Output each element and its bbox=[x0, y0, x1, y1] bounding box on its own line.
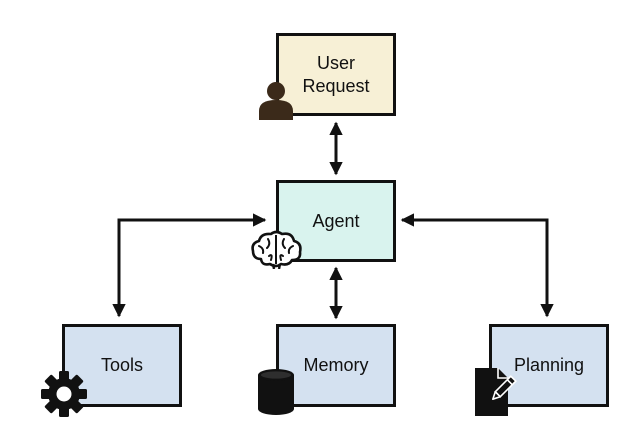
agent-label: Agent bbox=[312, 210, 360, 231]
tools-label: Tools bbox=[100, 355, 144, 376]
memory-node: Memory bbox=[276, 324, 396, 407]
arrow-agent-planning bbox=[400, 213, 554, 318]
tools-node: Tools bbox=[62, 324, 182, 407]
gear-icon bbox=[41, 371, 87, 417]
person-icon bbox=[259, 82, 293, 120]
memory-label: Memory bbox=[303, 355, 369, 376]
brain-icon bbox=[251, 230, 302, 269]
user-request-label: User Request bbox=[302, 53, 370, 96]
planning-label: Planning bbox=[513, 355, 585, 376]
arrow-agent-tools bbox=[112, 213, 267, 318]
database-icon bbox=[258, 369, 294, 415]
document-edit-icon bbox=[475, 368, 517, 416]
planning-node: Planning bbox=[489, 324, 609, 407]
user-request-node: User Request bbox=[276, 33, 396, 116]
